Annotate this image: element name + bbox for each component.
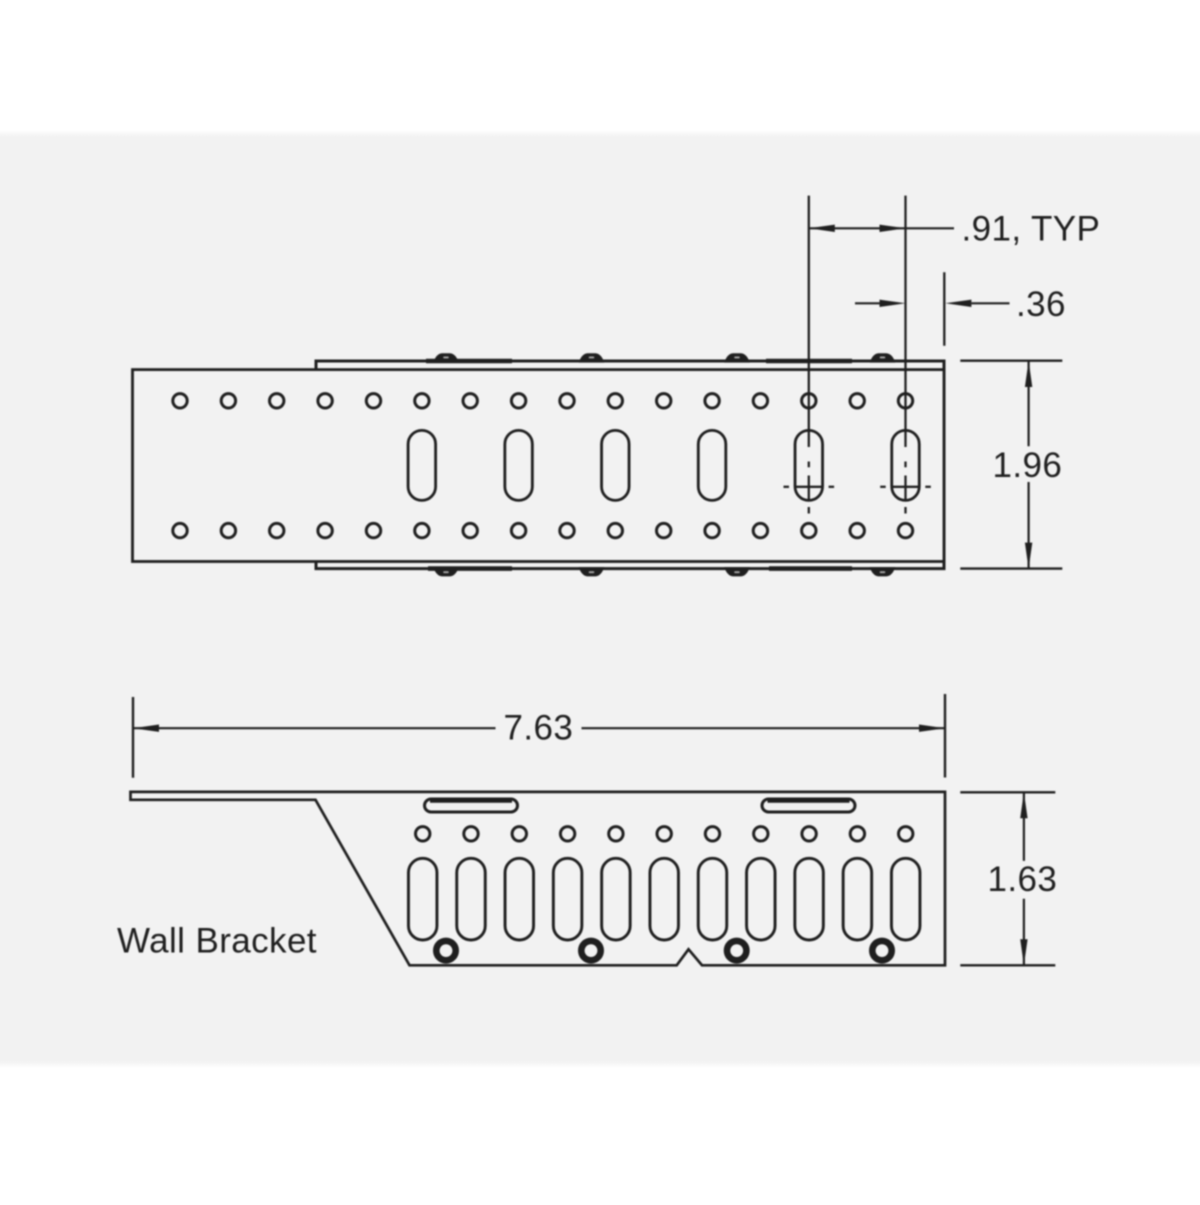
svg-text:Wall Bracket: Wall Bracket bbox=[117, 922, 317, 961]
svg-text:.36: .36 bbox=[1016, 285, 1066, 324]
svg-text:7.63: 7.63 bbox=[504, 709, 574, 748]
svg-text:1.63: 1.63 bbox=[988, 860, 1058, 899]
svg-text:1.96: 1.96 bbox=[993, 446, 1063, 485]
svg-text:.91, TYP: .91, TYP bbox=[962, 210, 1101, 249]
